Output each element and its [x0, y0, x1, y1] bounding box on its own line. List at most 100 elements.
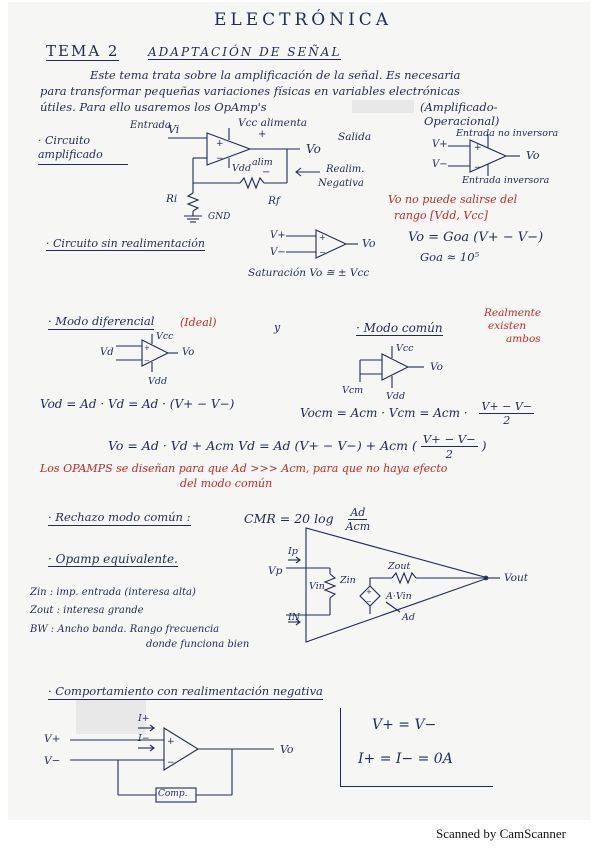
modo-comun-heading: · Modo común [356, 321, 443, 336]
cmr-fraction-num: Ad [348, 506, 368, 520]
md-vo-label: Vo [182, 347, 195, 358]
iplus-equals-iminus: I+ = I− = 0A [358, 751, 453, 767]
mc-vcm-label: Vcm [342, 385, 364, 396]
zin-label: Zin [340, 575, 356, 586]
negativa-label: Negativa [318, 178, 364, 189]
redacted-scribble [76, 700, 146, 734]
svg-text:+: + [366, 588, 372, 596]
vo-total-fraction: V+ − V− 2 [420, 432, 478, 461]
cmr-fraction-den: Acm [345, 520, 371, 533]
sin-realimentacion-heading: · Circuito sin realimentación [46, 237, 205, 251]
svg-text:−: − [366, 598, 372, 606]
minus-label: − [262, 167, 271, 178]
vod-equation: Vod = Ad · Vd = Ad · (V+ − V−) [40, 397, 235, 411]
vo-range-note-2: rango [Vdd, Vcc] [394, 209, 488, 222]
vplus-equals-vminus: V+ = V− [372, 717, 437, 733]
srl-vminus: V− [270, 247, 286, 258]
svg-text:+: + [167, 737, 175, 747]
zin-line: Zin : imp. entrada (interesa alta) [30, 587, 196, 598]
svg-text:−: − [474, 163, 482, 173]
ip-label: Ip [288, 546, 298, 557]
rf-label: Rf [268, 195, 280, 207]
zout-line: Zout : interesa grande [30, 605, 144, 616]
md-vdd-label: Vdd [148, 376, 168, 387]
iminus-label: I− [138, 733, 150, 744]
intro-line-3: útiles. Para ello usaremos los OpAmp's [40, 100, 267, 114]
vo-total-equation: Vo = Ad · Vd + Acm Vd = Ad (V+ − V−) + A… [108, 432, 487, 461]
design-note-line-2: del modo común [180, 477, 273, 490]
vo-total-right: ) [481, 438, 487, 453]
vo-total-fraction-num: V+ − V− [420, 432, 478, 447]
srl-vplus: V+ [270, 230, 286, 241]
svg-text:+: + [216, 139, 224, 149]
vo-range-note-1: Vo no puede salirse del [388, 193, 518, 206]
entrada-no-inversora-label: Entrada no inversora [456, 128, 559, 139]
intro-line-4: (Amplificado- [420, 100, 498, 114]
svg-text:−: − [319, 248, 326, 257]
vcc-alimenta-label: Vcc alimenta [238, 117, 308, 129]
md-vcc-label: Vcc [156, 331, 174, 342]
vocm-fraction: V+ − V− 2 [479, 400, 534, 427]
vo-label-1: Vo [306, 142, 321, 156]
vocm-eq-left: Vocm = Acm · Vcm = Acm · [300, 406, 468, 420]
bw-line-2: donde funciona bien [146, 639, 250, 650]
avin-label: A·Vin [386, 591, 412, 602]
realmente-note-1: Realmente [484, 307, 542, 319]
iplus-label: I+ [138, 713, 150, 724]
vdd-label-1: Vdd [232, 163, 252, 174]
vin-label: Vin [309, 581, 325, 592]
comp-label: Comp. [158, 789, 188, 799]
realmente-note-3: ambos [506, 333, 541, 345]
mc-vcc-label: Vcc [396, 343, 414, 354]
vo-feedback-label: Vo [280, 743, 294, 756]
comportamiento-heading: · Comportamiento con realimentación nega… [48, 684, 323, 700]
in-label: IN [288, 612, 301, 623]
zout-label: Zout [388, 561, 411, 572]
result-box [340, 708, 493, 787]
saturacion-text: Saturación Vo ≅ ± Vcc [248, 267, 370, 279]
bw-line: BW : Ancho banda. Rango frecuencia [30, 624, 220, 635]
rechazo-heading: · Rechazo modo común : [48, 510, 191, 526]
vminus-label: V− [44, 755, 61, 767]
cmr-eq-left: CMR = 20 log [244, 511, 334, 526]
svg-text:+: + [474, 143, 482, 153]
vo-total-fraction-den: 2 [445, 447, 453, 461]
intro-line-2: para transformar pequeñas variaciones fí… [40, 84, 460, 98]
salida-label: Salida [338, 131, 372, 143]
design-note-line-1: Los OPAMPS se diseñan para que Ad >>> Ac… [40, 462, 448, 475]
vout-label: Vout [504, 572, 528, 584]
circuito-amplificado-heading: · Circuito amplificado [38, 134, 128, 165]
md-vd-label: Vd [100, 347, 114, 358]
cmr-fraction: Ad Acm [344, 506, 373, 533]
tema-label: TEMA 2 [46, 42, 120, 61]
ideal-label: (Ideal) [180, 316, 217, 329]
vo-side-label: Vo [526, 149, 540, 162]
intro-line-1: Este tema trata sobre la amplificación d… [90, 68, 461, 82]
page-title: ELECTRÓNICA [214, 10, 393, 30]
vocm-equation: Vocm = Acm · Vcm = Acm · V+ − V− 2 [300, 400, 534, 427]
vi-label: Vi [168, 123, 180, 136]
vo-total-left: Vo = Ad · Vd + Acm Vd = Ad (V+ − V−) + A… [108, 438, 417, 453]
notebook-paper [8, 2, 590, 820]
svg-text:−: − [144, 357, 150, 365]
vocm-fraction-den: 2 [503, 414, 511, 427]
entrada-inversora-label: Entrada inversora [462, 175, 550, 186]
svg-text:−: − [167, 758, 175, 768]
vocm-fraction-num: V+ − V− [479, 400, 534, 414]
modo-diferencial-heading: · Modo diferencial [48, 314, 155, 330]
svg-text:−: − [216, 154, 224, 164]
vplus-label: V+ [44, 733, 61, 745]
y-connector: y [274, 321, 281, 334]
opamp-equivalente-heading: · Opamp equivalente. [48, 552, 178, 567]
ri-label: Ri [166, 193, 178, 205]
gnd-label: GND [208, 212, 231, 222]
entrada-label: Entrada [130, 120, 171, 131]
scanner-footer: Scanned by CamScanner [436, 826, 566, 841]
mc-vo-label: Vo [430, 361, 443, 373]
